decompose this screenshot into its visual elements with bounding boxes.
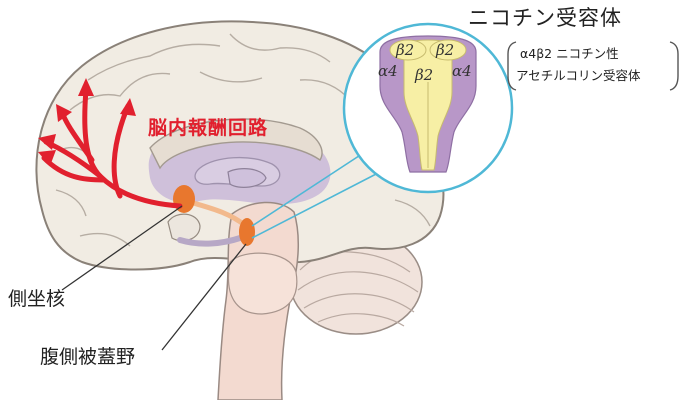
hypothalamus [168,214,200,241]
pons [228,253,296,314]
receptor-subtitle-line2: アセチルコリン受容体 [516,70,641,83]
subunit-beta2-right: β2 [436,43,454,58]
vta-label: 腹側被蓋野 [40,348,135,367]
vta-marker [239,218,255,246]
subunit-alpha4-right: α4 [452,64,472,79]
reward-circuit-label: 脳内報酬回路 [148,119,268,138]
subunit-alpha4-left: α4 [378,64,398,79]
subunit-beta2-center: β2 [415,68,433,83]
subunit-beta2-left: β2 [396,43,414,58]
nucleus-accumbens-marker [173,185,195,213]
thalamus [228,169,266,188]
receptor-title: ニコチン受容体 [468,8,622,29]
nucleus-accumbens-label: 側坐核 [8,290,65,309]
receptor-subtitle-line1: α4β2 ニコチン性 [520,48,619,61]
